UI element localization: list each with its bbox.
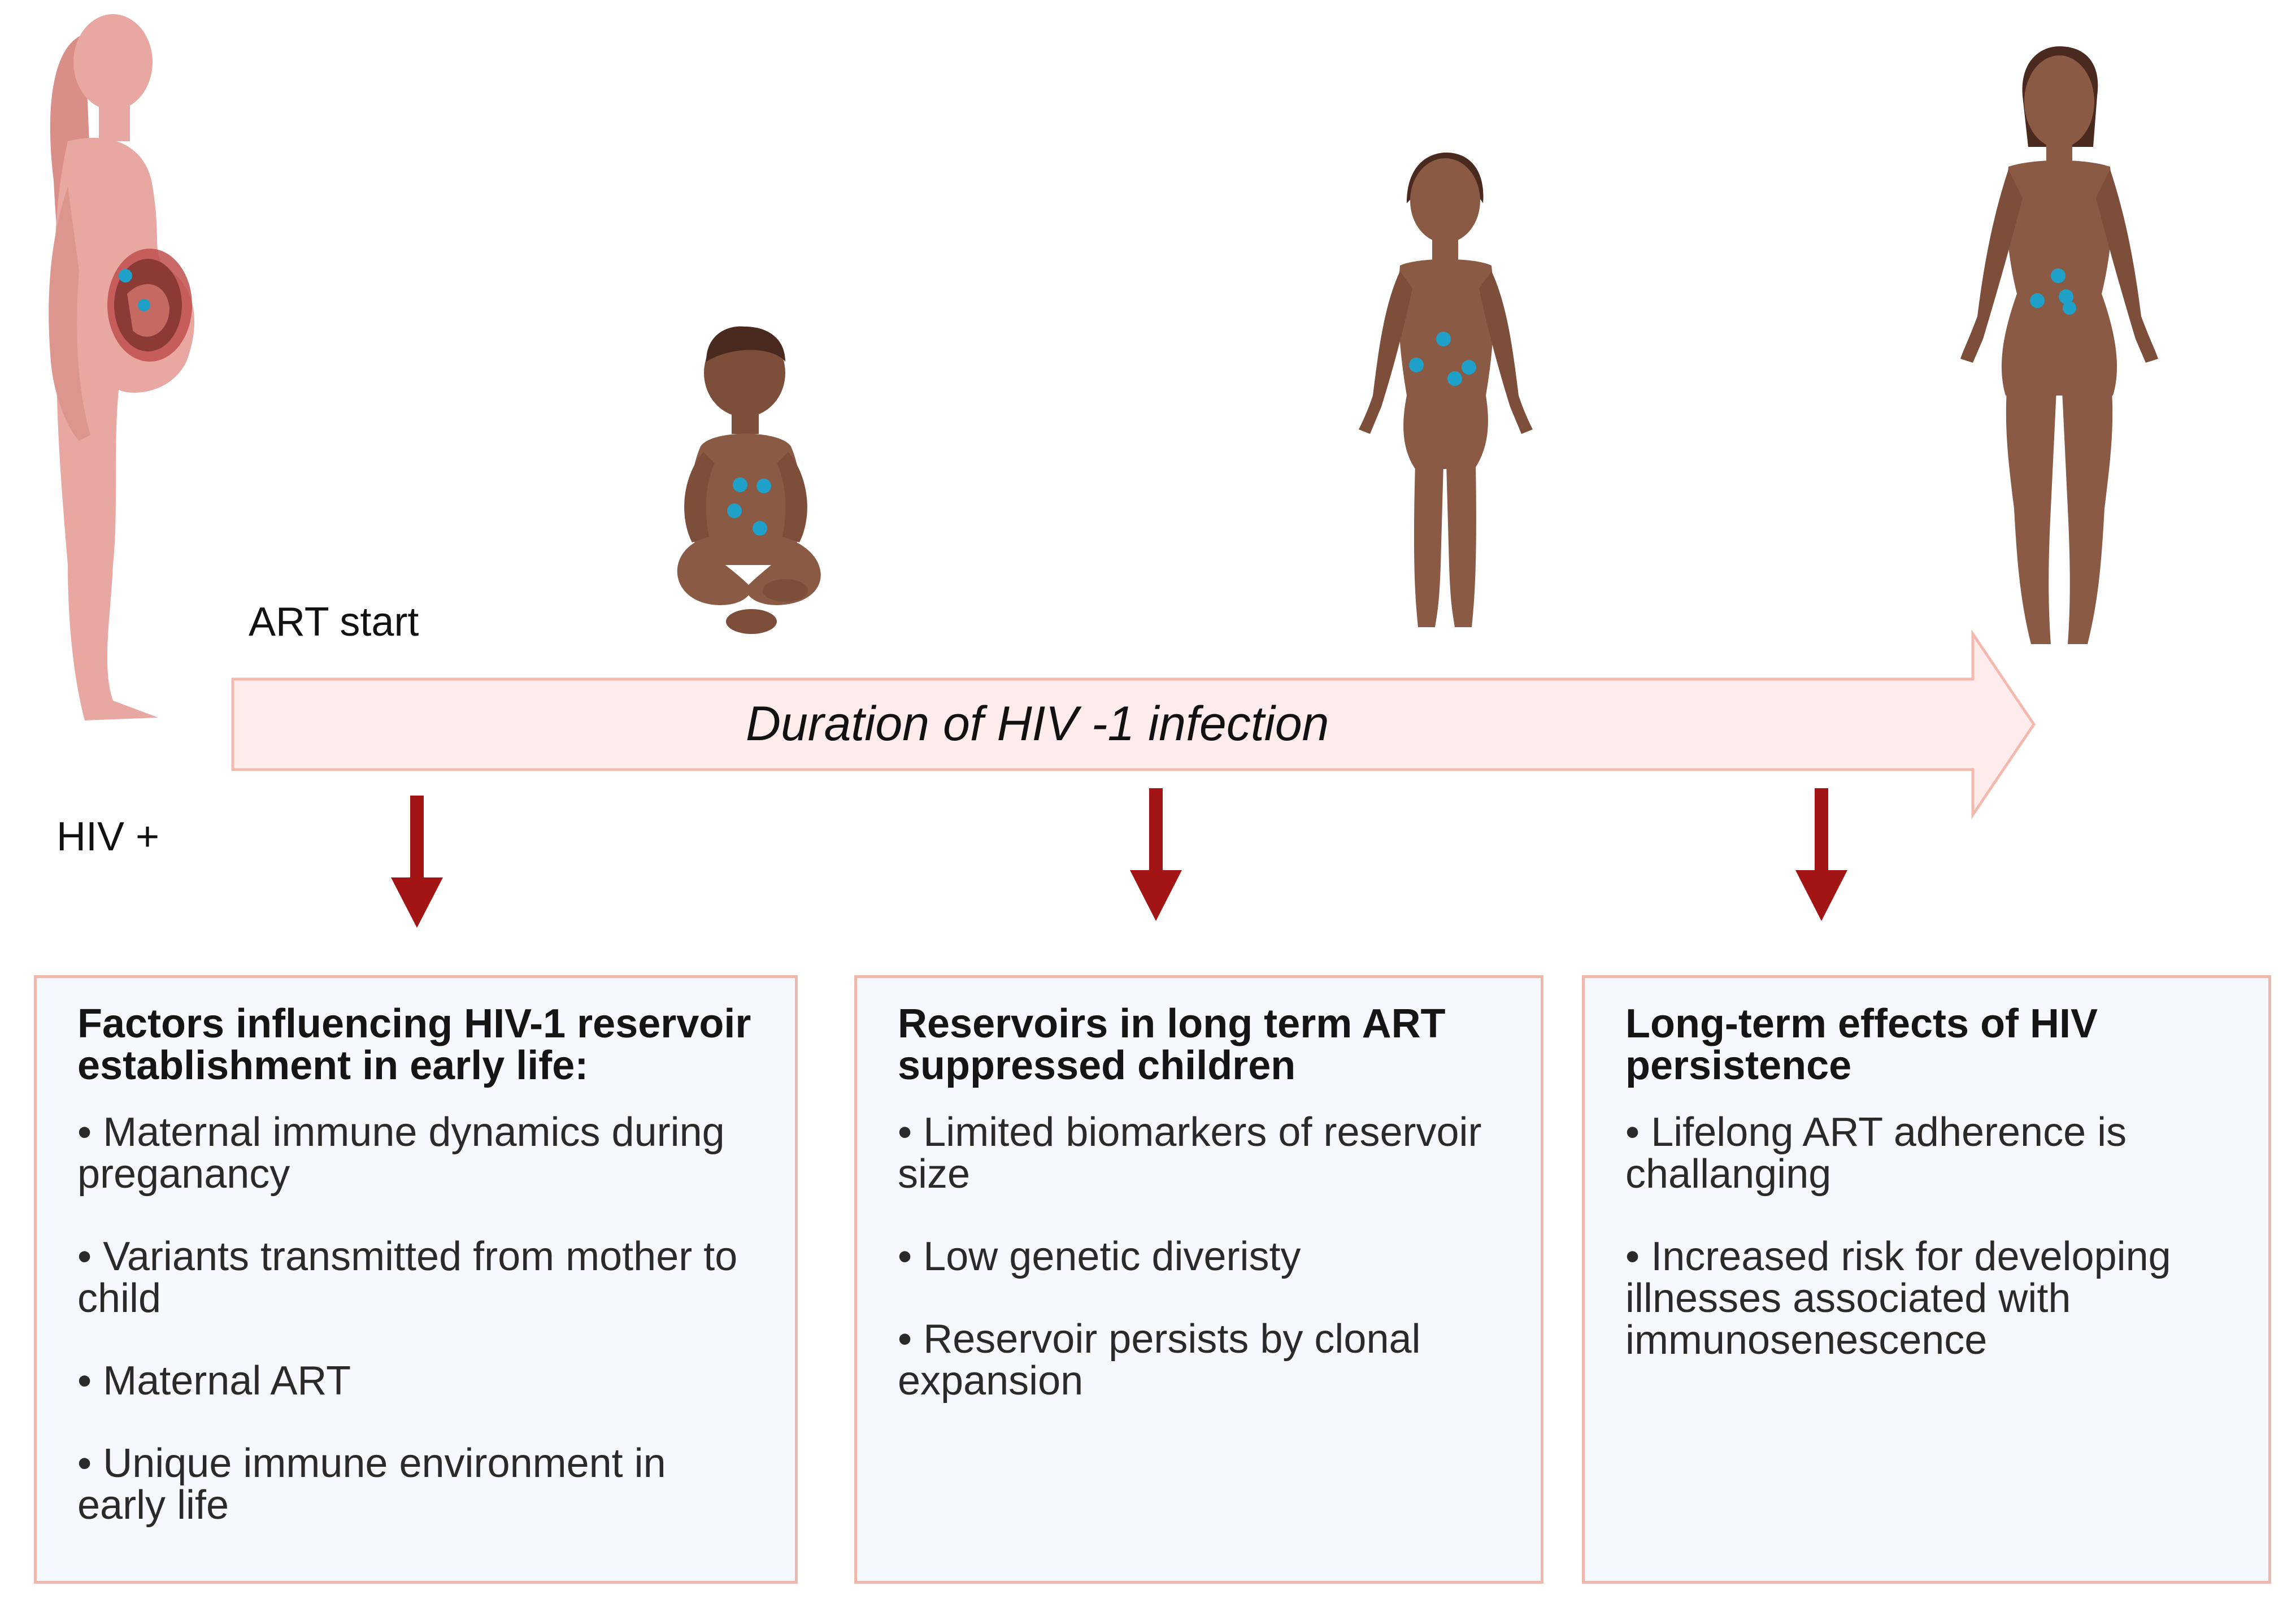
child-figure	[1359, 153, 1533, 627]
panel-title: Long-term effects of HIV persistence	[1625, 1001, 2098, 1088]
bullet-item: • Limited biomarkers of reservoir size	[898, 1110, 1482, 1197]
pregnant-mother-figure	[49, 14, 195, 721]
panel-title: Factors influencing HIV-1 reservoir esta…	[77, 1001, 751, 1088]
down-arrow-1	[391, 796, 443, 928]
down-arrow-2	[1130, 788, 1182, 921]
panel-title: Reservoirs in long term ART suppressed c…	[898, 1001, 1446, 1088]
bullet-item: • Maternal immune dynamics during pregan…	[77, 1110, 725, 1197]
bullet-item: • Unique immune environment in early lif…	[77, 1441, 666, 1528]
infant-figure	[677, 326, 821, 634]
adult-figure	[1960, 46, 2158, 644]
panel-long-term-reservoirs: Reservoirs in long term ART suppressed c…	[854, 975, 1543, 1584]
panel-long-term-effects: Long-term effects of HIV persistence • L…	[1582, 975, 2271, 1584]
art-start-label: ART start	[249, 599, 419, 645]
bullet-item: • Lifelong ART adherence is challanging	[1625, 1110, 2127, 1197]
down-arrow-3	[1795, 788, 1847, 921]
bullet-item: • Variants transmitted from mother to ch…	[77, 1234, 738, 1321]
timeline-label: Duration of HIV -1 infection	[746, 697, 1329, 751]
timeline-arrow	[231, 629, 2036, 820]
bullet-item: • Reservoir persists by clonal expansion	[898, 1316, 1421, 1404]
bullet-item: • Maternal ART	[77, 1358, 351, 1404]
panel-early-life-factors: Factors influencing HIV-1 reservoir esta…	[34, 975, 798, 1584]
bullet-item: • Low genetic diveristy	[898, 1234, 1301, 1279]
hiv-positive-label: HIV +	[56, 814, 160, 859]
bullet-item: • Increased risk for developing illnesse…	[1625, 1234, 2171, 1363]
